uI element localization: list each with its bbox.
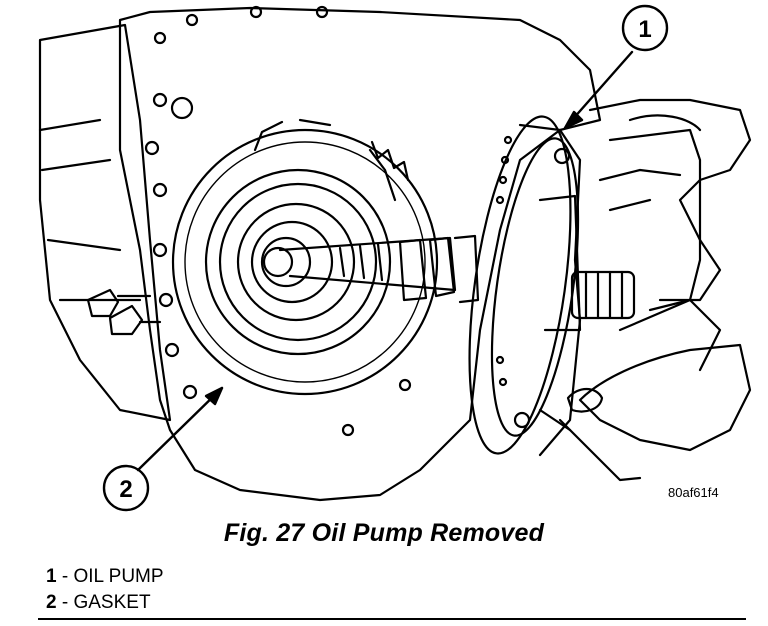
- legend-number: 1: [46, 566, 57, 587]
- case-bolt-holes: [144, 5, 412, 437]
- bellhousing-left: [38, 23, 172, 422]
- legend-label: OIL PUMP: [73, 566, 164, 587]
- callout-leaders: [136, 50, 634, 472]
- callout-number-2: 2: [119, 476, 132, 503]
- legend-number: 2: [46, 592, 57, 613]
- figure-code: 80af61f4: [668, 485, 719, 500]
- bottom-rule: [38, 618, 746, 620]
- callout-circle-1: [621, 4, 669, 52]
- legend-item-gasket: 2 - GASKET: [46, 592, 151, 614]
- legend-item-oil-pump: 1 - OIL PUMP: [46, 566, 164, 588]
- hex-bolts: [86, 288, 162, 336]
- callout-circle-2: [102, 464, 150, 512]
- figure-caption: Fig. 27 Oil Pump Removed: [223, 519, 545, 547]
- transmission-case: [118, 6, 602, 502]
- oil-pump-removal-illustration: 1 2 80af61f4: [38, 4, 752, 512]
- legend-separator: -: [56, 566, 74, 587]
- callout-number-1: 1: [638, 16, 651, 43]
- oil-pump: [468, 115, 636, 457]
- gasket: [171, 128, 439, 396]
- legend-separator: -: [56, 592, 74, 613]
- legend-label: GASKET: [73, 592, 151, 613]
- technician-hands: [538, 98, 752, 482]
